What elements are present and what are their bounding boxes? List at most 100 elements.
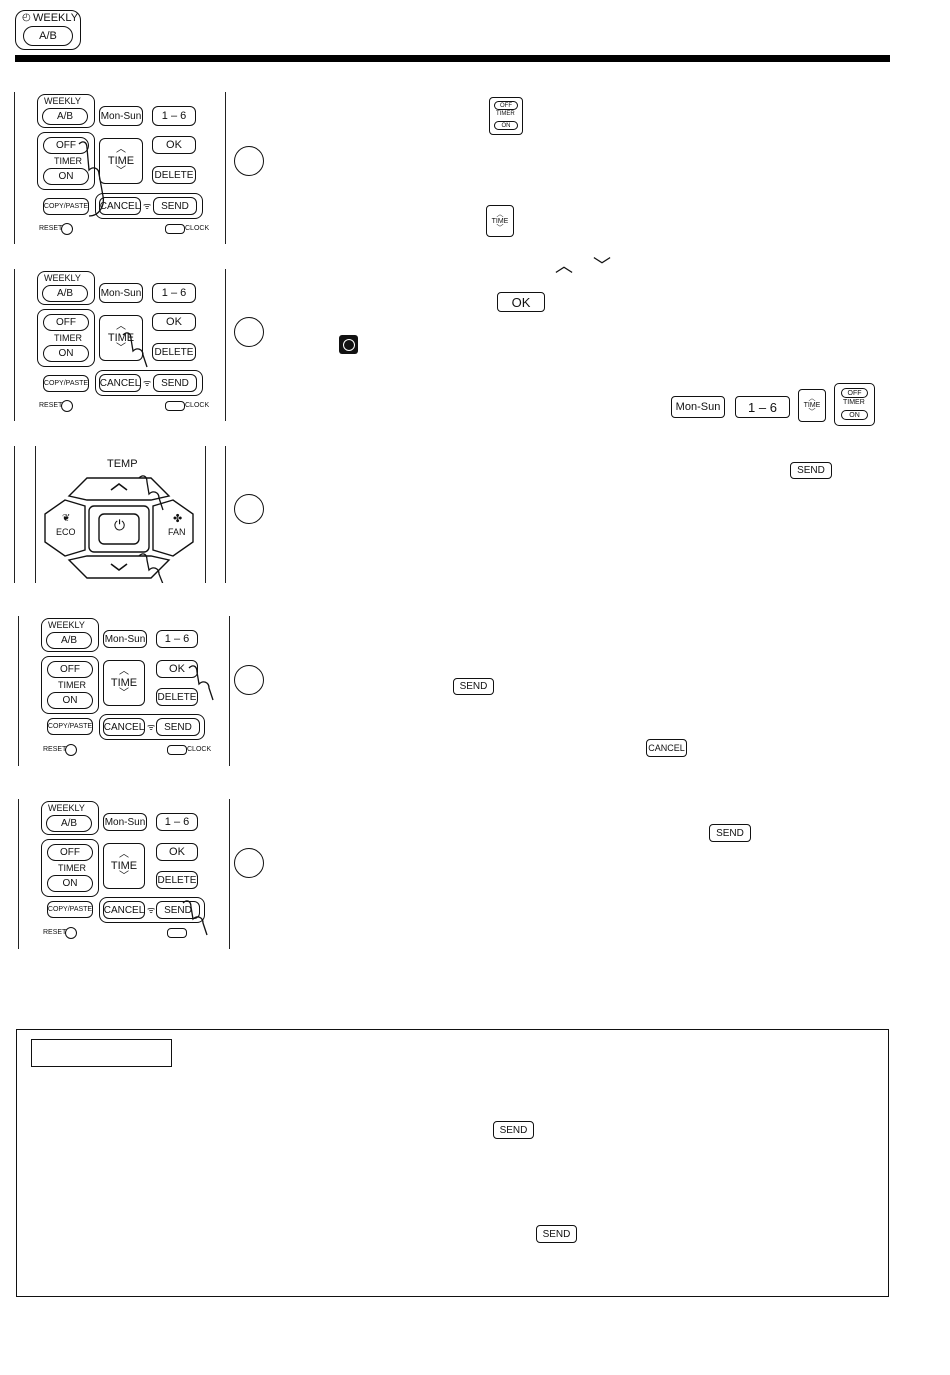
down-arrow-icon: ﹀ [116,166,126,177]
clock-button[interactable] [167,745,187,755]
mon-sun-label: Mon-Sun [104,816,146,828]
step-marker-2 [234,317,264,347]
send-button[interactable]: SEND [153,374,197,392]
delete-button[interactable]: DELETE [156,871,198,889]
timer-label: TIMER [54,156,82,166]
off-button[interactable]: OFF [43,137,89,154]
delete-button[interactable]: DELETE [152,343,196,361]
on-button[interactable]: ON [47,692,93,709]
timer-group: OFF TIMER ON [41,656,99,714]
on-label: ON [62,695,78,706]
ab-button[interactable]: A/B [42,285,88,302]
copy-paste-button[interactable]: COPY/PASTE [47,718,93,735]
copy-paste-label: COPY/PASTE [43,380,89,387]
clock-button[interactable] [165,401,185,411]
clock-label: CLOCK [185,402,210,409]
send-button[interactable]: SEND [156,901,200,919]
reset-button[interactable] [61,223,73,235]
header-rule [15,55,890,62]
time-button[interactable]: ︿ TIME ﹀ [99,138,143,184]
cancel-button[interactable]: CANCEL [99,197,141,215]
one-six-label: 1 – 6 [164,633,190,645]
one-six-button[interactable]: 1 – 6 [152,106,196,126]
ok-button[interactable]: OK [156,660,198,678]
copy-paste-button[interactable]: COPY/PASTE [47,901,93,918]
send-inline-label: SEND [716,827,744,839]
clock-button[interactable] [167,928,187,938]
on-label: ON [58,348,74,359]
on-button[interactable]: ON [43,345,89,362]
cancel-button[interactable]: CANCEL [103,718,145,736]
pointing-hand-icon [138,553,164,583]
reset-label: RESET [39,225,63,232]
send-group [99,714,205,740]
ok-button[interactable]: OK [152,313,196,331]
pointing-hand-icon [188,665,214,701]
send-button[interactable]: SEND [156,718,200,736]
timer-label: TIMER [58,680,86,690]
cancel-button[interactable]: CANCEL [103,901,145,919]
inline-on-label: ON [501,122,511,129]
mon-sun-button[interactable]: Mon-Sun [103,630,147,648]
off-label: OFF [56,140,76,151]
note-box: SEND SEND [16,1029,889,1297]
ok-button[interactable]: OK [156,843,198,861]
timer-label: TIMER [58,863,86,873]
pointing-hand-icon [122,332,148,368]
ab-label: A/B [60,635,78,646]
step-marker-3 [234,494,264,524]
off-button[interactable]: OFF [43,314,89,331]
send-inline-button-1: SEND [790,462,832,479]
clock-button[interactable] [165,224,185,234]
clock-label: CLOCK [185,225,210,232]
inline-time-label: TIME [491,217,509,225]
step-marker-1 [234,146,264,176]
delete-button[interactable]: DELETE [156,688,198,706]
send-label: SEND [164,721,192,733]
time-button[interactable]: ︿ TIME ﹀ [99,315,143,361]
on-button[interactable]: ON [43,168,89,185]
mon-sun-button[interactable]: Mon-Sun [99,106,143,126]
time-button[interactable]: ︿ TIME ﹀ [103,843,145,889]
inline-off-pill: OFF [494,101,518,110]
header-weekly-label: WEEKLY [33,12,79,24]
one-six-button[interactable]: 1 – 6 [156,813,198,831]
weekly-group: WEEKLY A/B [37,271,95,305]
timer-group: OFF TIMER ON [37,309,95,367]
one-six-label: 1 – 6 [161,110,187,122]
mon-sun-button[interactable]: Mon-Sun [99,283,143,303]
on-label: ON [62,878,78,889]
signal-icon: ᯤ [143,201,152,211]
copy-paste-button[interactable]: COPY/PASTE [43,375,89,392]
copy-paste-button[interactable]: COPY/PASTE [43,198,89,215]
temp-label: TEMP [107,458,138,470]
ab-button[interactable]: A/B [42,108,88,125]
ab-button[interactable]: A/B [46,815,92,832]
off-button[interactable]: OFF [47,844,93,861]
weekly-label: WEEKLY [48,620,85,630]
weekly-group: WEEKLY A/B [41,618,99,652]
reset-button[interactable] [65,927,77,939]
delete-button[interactable]: DELETE [152,166,196,184]
cancel-button[interactable]: CANCEL [99,374,141,392]
signal-icon: ᯤ [147,905,156,915]
one-six-button[interactable]: 1 – 6 [152,283,196,303]
off-button[interactable]: OFF [47,661,93,678]
reset-button[interactable] [65,744,77,756]
cancel-label: CANCEL [99,377,141,389]
reset-button[interactable] [61,400,73,412]
time-button[interactable]: ︿ TIME ﹀ [103,660,145,706]
one-six-button[interactable]: 1 – 6 [156,630,198,648]
mon-sun-button[interactable]: Mon-Sun [103,813,147,831]
send-button[interactable]: SEND [153,197,197,215]
time-label: TIME [107,155,135,167]
ok-button[interactable]: OK [152,136,196,154]
off-timer-on-inline-icon: OFF TIMER ON [489,97,523,135]
ok-label: OK [166,316,182,328]
send-group [99,897,205,923]
up-arrow-icon: ︿ [116,144,126,155]
ab-label: A/B [56,288,74,299]
on-button[interactable]: ON [47,875,93,892]
ab-button[interactable]: A/B [46,632,92,649]
timer-group: OFF TIMER ON [37,132,95,190]
